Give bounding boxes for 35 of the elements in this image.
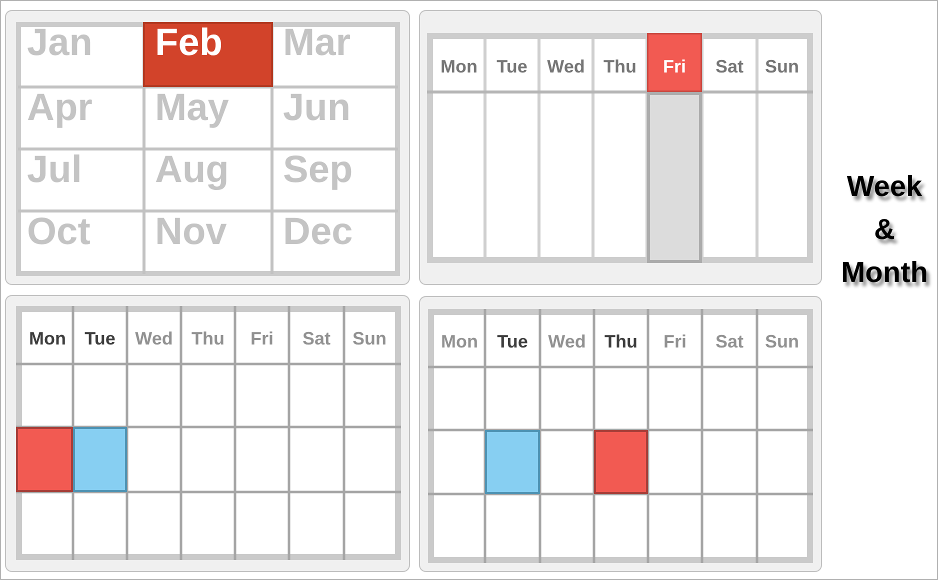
weekday-label: Tue xyxy=(496,56,528,77)
weekday-label: Thu xyxy=(604,56,636,77)
calendar-card xyxy=(419,10,822,285)
weekday-label: Sat xyxy=(716,332,744,352)
weekday-label: Tue xyxy=(84,328,116,350)
month-label: May xyxy=(155,87,229,131)
weekday-label: Sun xyxy=(352,328,386,350)
side-title: Week & Month xyxy=(840,170,929,291)
month-label: Oct xyxy=(27,211,90,255)
month-label: Aug xyxy=(155,149,229,193)
weekday-label: Mon xyxy=(440,56,478,77)
month-label: Apr xyxy=(27,87,92,131)
month-label: Dec xyxy=(283,211,353,255)
weekday-label: Thu xyxy=(192,328,224,350)
weekday-label: Wed xyxy=(548,332,586,352)
month-label: Jul xyxy=(27,149,82,193)
weekday-label: Tue xyxy=(497,332,528,352)
weekday-label: Mon xyxy=(29,328,66,350)
month-label: Nov xyxy=(155,211,227,255)
weekday-label: Thu xyxy=(604,332,638,352)
weekday-label: Sun xyxy=(765,332,799,352)
weekday-label: Sat xyxy=(716,56,744,77)
weekday-label: Sat xyxy=(302,328,330,350)
month-label: Sep xyxy=(283,149,353,193)
weekday-label: Wed xyxy=(135,328,173,350)
weekday-label: Mon xyxy=(441,332,478,352)
weekday-label: Wed xyxy=(547,56,585,77)
month-label: Jan xyxy=(27,22,92,66)
month-label: Feb xyxy=(155,22,223,66)
weekday-label: Sun xyxy=(765,56,799,77)
weekday-label: Fri xyxy=(663,56,686,77)
weekday-label: Fri xyxy=(250,328,274,350)
weekday-label: Fri xyxy=(664,332,686,352)
month-label: Mar xyxy=(283,22,351,66)
month-label: Jun xyxy=(283,87,351,131)
